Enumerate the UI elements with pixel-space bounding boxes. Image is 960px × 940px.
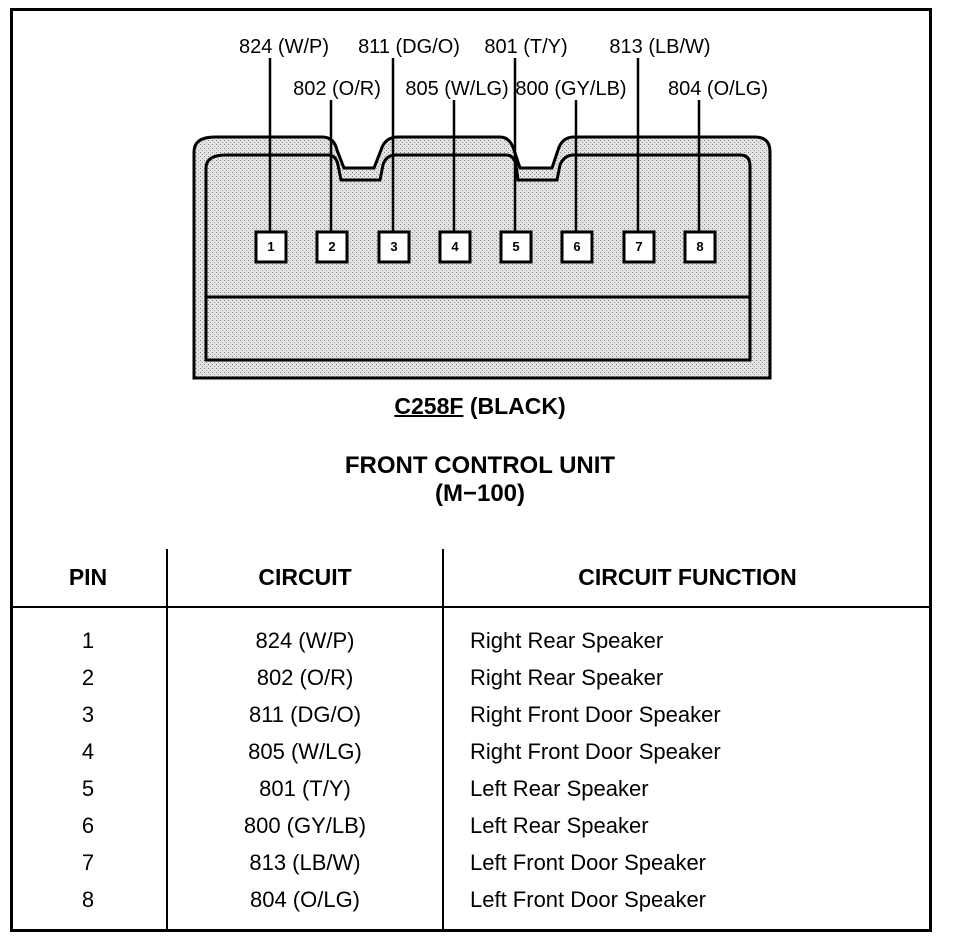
cell-pin: 6: [10, 807, 168, 844]
connector-housing-inner: [204, 153, 752, 362]
pin-number-3: 3: [390, 239, 398, 254]
diagram-frame: [10, 8, 932, 932]
connector-diagram: [192, 58, 772, 380]
cell-circuit: 801 (T/Y): [167, 770, 444, 807]
cell-circuit-function: Right Rear Speaker: [470, 664, 664, 690]
callout-pin-2: 802 (O/R): [293, 78, 381, 100]
table-spacer-row: [10, 918, 932, 930]
pin-number-4: 4: [451, 239, 459, 254]
callout-pin-4: 805 (W/LG): [405, 78, 509, 100]
cell-pin: 3: [10, 696, 168, 733]
cell-circuit: 802 (O/R): [167, 659, 444, 696]
pin-box-3: [377, 230, 411, 264]
cell-circuit-function: Left Rear Speaker: [470, 812, 649, 838]
header-circuit-function: CIRCUIT FUNCTION: [443, 549, 932, 608]
cell-circuit: 805 (W/LG): [167, 733, 444, 770]
unit-heading: FRONT CONTROL UNIT (M−100): [0, 452, 960, 508]
cell-pin: 8: [10, 881, 168, 918]
connector-color: (BLACK): [469, 393, 566, 419]
unit-title: FRONT CONTROL UNIT: [344, 452, 616, 479]
cell-circuit-function: Left Front Door Speaker: [470, 886, 707, 912]
header-pin: PIN: [10, 549, 168, 608]
pin-number-2: 2: [328, 239, 336, 254]
cell-circuit: 800 (GY/LB): [167, 807, 444, 844]
cell-pin: 5: [10, 770, 168, 807]
unit-model: (M−100): [434, 480, 526, 507]
cell-circuit-function: Right Front Door Speaker: [470, 738, 721, 764]
connector-id: C258F: [394, 393, 464, 419]
callout-pin-3: 811 (DG/O): [358, 36, 460, 58]
callout-pin-8: 804 (O/LG): [667, 78, 769, 100]
table-spacer-cell: [10, 918, 168, 930]
callout-pin-6: 800 (GY/LB): [515, 78, 627, 100]
pin-number-8: 8: [696, 239, 704, 254]
cell-circuit: 813 (LB/W): [167, 844, 444, 881]
cell-pin: 7: [10, 844, 168, 881]
cell-pin: 2: [10, 659, 168, 696]
cell-circuit-function: Left Front Door Speaker: [470, 849, 707, 875]
table-spacer-cell: [443, 918, 932, 930]
cell-circuit: 824 (W/P): [167, 607, 444, 659]
pin-number-5: 5: [512, 239, 520, 254]
callout-pin-5: 801 (T/Y): [484, 36, 568, 58]
cell-circuit: 811 (DG/O): [167, 696, 444, 733]
connector-name: C258F (BLACK): [0, 393, 960, 420]
pin-number-6: 6: [573, 239, 581, 254]
cell-circuit-function: Right Rear Speaker: [470, 627, 664, 653]
table-header-row: PIN CIRCUIT CIRCUIT FUNCTION: [10, 549, 932, 608]
cell-circuit-function: Left Rear Speaker: [470, 775, 649, 801]
pin-number-1: 1: [267, 239, 275, 254]
cell-pin: 4: [10, 733, 168, 770]
callout-pin-7: 813 (LB/W): [609, 36, 711, 58]
header-circuit: CIRCUIT: [167, 549, 444, 608]
pin-box-7: [622, 230, 656, 264]
cell-circuit: 804 (O/LG): [167, 881, 444, 918]
pin-box-1: [254, 230, 288, 264]
pin-box-8: [683, 230, 717, 264]
pin-box-5: [499, 230, 533, 264]
table-spacer-cell: [167, 918, 444, 930]
pin-box-4: [438, 230, 472, 264]
callout-pin-1: 824 (W/P): [238, 36, 330, 58]
pin-number-7: 7: [635, 239, 643, 254]
cell-circuit-function: Right Front Door Speaker: [470, 701, 721, 727]
cell-pin: 1: [10, 607, 168, 659]
pin-box-6: [560, 230, 594, 264]
pin-box-2: [315, 230, 349, 264]
